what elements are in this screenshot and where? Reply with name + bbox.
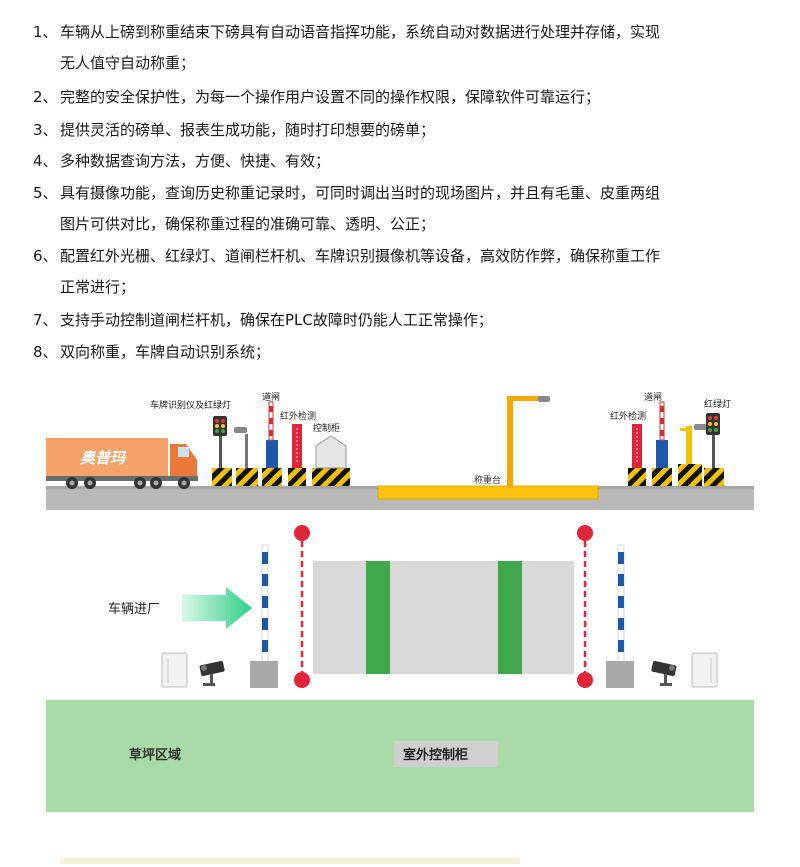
left-device-box bbox=[161, 652, 188, 688]
sensor-strip-left bbox=[366, 561, 390, 674]
feature-text: 多种数据查询方法，方便、快捷、有效； bbox=[60, 152, 331, 170]
truck-cargo-box bbox=[46, 438, 168, 478]
feature-number: 7、 bbox=[33, 311, 58, 329]
gate-base bbox=[250, 661, 278, 688]
outdoor-cabinet-box bbox=[394, 741, 498, 767]
truck-brand: 奥普玛 bbox=[80, 449, 127, 467]
label-gate-left: 道闸 bbox=[262, 391, 280, 403]
entry-arrow-icon bbox=[182, 587, 252, 629]
feature-text: 提供灵活的磅单、报表生成功能，随时打印想要的磅单； bbox=[60, 121, 436, 139]
left-ir-curtain bbox=[294, 525, 310, 688]
left-infrared-detector: 红外检测 bbox=[280, 410, 316, 486]
feature-number: 5、 bbox=[33, 184, 58, 202]
label-ir-left: 红外检测 bbox=[280, 410, 316, 422]
feature-number: 4、 bbox=[33, 152, 58, 170]
feature-text-cont: 图片可供对比，确保称重过程的准确可靠、透明、公正； bbox=[60, 215, 436, 233]
scale-platform bbox=[377, 485, 599, 500]
left-camera-icon bbox=[199, 660, 225, 686]
feature-number: 6、 bbox=[33, 247, 58, 265]
feature-text-cont: 无人值守自动称重； bbox=[60, 54, 196, 72]
feature-text: 车辆从上磅到称重结束下磅具有自动语音指挥功能，系统自动对数据进行处理并存储，实现 bbox=[60, 23, 661, 41]
outdoor-cabinet-label: 室外控制柜 bbox=[403, 747, 468, 763]
sensor-strip-right bbox=[498, 561, 522, 674]
feature-item-1: 1、 车辆从上磅到称重结束下磅具有自动语音指挥功能，系统自动对数据进行处理并存储… bbox=[0, 22, 800, 82]
label-light-right: 红绿灯 bbox=[704, 398, 731, 410]
lawn-label: 草坪区域 bbox=[129, 747, 181, 763]
weighbridge-diagram: 称重台 奥普玛 车牌识别仪及 bbox=[46, 391, 754, 864]
feature-number: 3、 bbox=[33, 121, 58, 139]
truck: 奥普玛 bbox=[46, 438, 198, 489]
control-cabinet: 控制柜 bbox=[312, 422, 350, 486]
weighing-platform-top bbox=[313, 561, 574, 674]
right-plate-camera-and-light: 红绿灯 bbox=[678, 398, 731, 486]
right-gate-arm bbox=[606, 544, 634, 688]
left-gate-arm bbox=[250, 544, 278, 688]
feature-number: 2、 bbox=[33, 88, 58, 106]
right-device-box bbox=[691, 652, 718, 688]
street-lamp bbox=[507, 396, 550, 488]
bottom-decor-strip bbox=[60, 858, 520, 864]
feature-text: 具有摄像功能，查询历史称重记录时，可同时调出当时的现场图片，并且有毛重、皮重两组 bbox=[60, 184, 661, 202]
label-cabinet: 控制柜 bbox=[313, 422, 340, 434]
scale-label: 称重台 bbox=[474, 474, 501, 486]
top-view: 车辆进厂 草坪区域 室外控制柜 bbox=[46, 525, 754, 812]
feature-number: 8、 bbox=[33, 343, 58, 361]
plate-camera-icon bbox=[694, 424, 707, 430]
side-view: 称重台 奥普玛 车牌识别仪及 bbox=[46, 391, 754, 510]
left-plate-camera-and-light: 车牌识别仪及红绿灯 bbox=[150, 399, 258, 486]
left-barrier-gate: 道闸 bbox=[262, 391, 282, 486]
feature-text: 完整的安全保护性，为每一个操作用户设置不同的操作权限，保障软件可靠运行； bbox=[60, 88, 601, 106]
entry-label: 车辆进厂 bbox=[108, 601, 160, 617]
right-ir-curtain bbox=[577, 525, 593, 688]
feature-text: 配置红外光栅、红绿灯、道闸栏杆机、车牌识别摄像机等设备，高效防作弊，确保称重工作 bbox=[60, 247, 661, 265]
feature-text: 支持手动控制道闸栏杆机，确保在PLC故障时仍能人工正常操作； bbox=[60, 311, 493, 329]
feature-text: 双向称重，车牌自动识别系统； bbox=[60, 343, 271, 361]
right-infrared-detector: 红外检测 bbox=[610, 410, 646, 486]
feature-number: 1、 bbox=[33, 23, 58, 41]
label-ir-right: 红外检测 bbox=[610, 410, 646, 422]
gate-base bbox=[606, 661, 634, 688]
right-barrier-gate: 道闸 bbox=[644, 391, 672, 486]
right-camera-icon bbox=[651, 660, 677, 686]
label-plate-light: 车牌识别仪及红绿灯 bbox=[150, 399, 231, 411]
label-gate-right: 道闸 bbox=[644, 391, 662, 403]
plate-camera-icon bbox=[234, 427, 247, 433]
feature-text-cont: 正常进行； bbox=[60, 278, 136, 296]
